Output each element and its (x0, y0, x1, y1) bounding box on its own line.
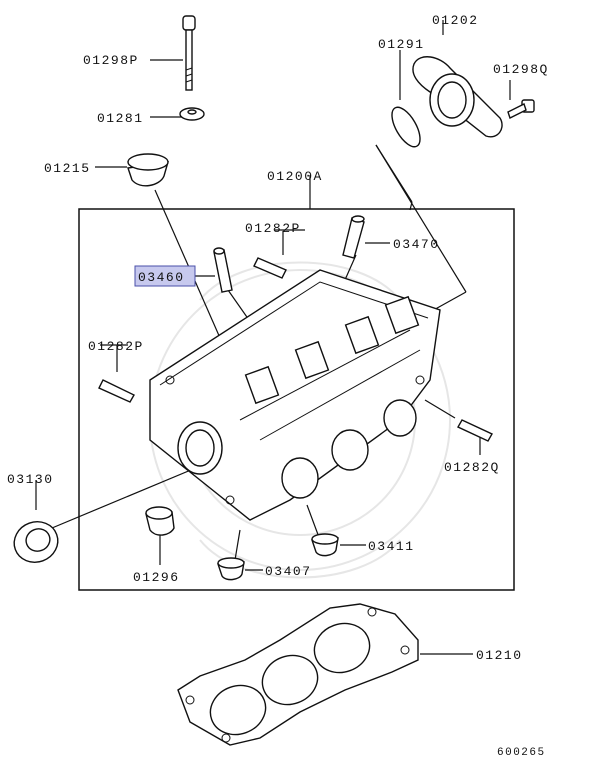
callout-03130[interactable]: 03130 (7, 472, 54, 487)
cylinder-head-01200A-icon (149, 269, 441, 521)
callout-01298Q[interactable]: 01298Q (493, 62, 549, 77)
callout-03407[interactable]: 03407 (265, 564, 312, 579)
housing-01202-icon (412, 56, 503, 138)
highlight-box-03460 (134, 265, 196, 287)
callout-03460[interactable]: 03460 (138, 270, 185, 285)
cap-01215-icon (127, 153, 169, 187)
plug-03407-icon (217, 557, 245, 581)
washer-01281-icon (179, 107, 205, 121)
sleeve-01296-icon (145, 506, 175, 536)
valve-guide-03460-icon (213, 247, 233, 293)
callout-03411[interactable]: 03411 (368, 539, 415, 554)
seal-03130-icon (13, 521, 59, 563)
stud-01282P-top-icon (253, 257, 287, 279)
diagram-number: 600265 (497, 747, 546, 759)
bolt-01298Q-icon (507, 99, 535, 119)
callout-01282P-top[interactable]: 01282P (245, 221, 301, 236)
bolt-01298P-icon (182, 15, 196, 91)
assembly-frame (78, 208, 515, 591)
stud-01282Q-icon (457, 419, 493, 442)
valve-guide-03470-icon (342, 215, 365, 259)
callout-01298P[interactable]: 01298P (83, 53, 139, 68)
head-gasket-01210-icon (177, 603, 419, 746)
stud-01282P-left-icon (98, 379, 135, 403)
callout-01296[interactable]: 01296 (133, 570, 180, 585)
callout-01291[interactable]: 01291 (378, 37, 425, 52)
callout-01202[interactable]: 01202 (432, 13, 479, 28)
o-ring-01291-icon (391, 106, 421, 148)
callout-03470[interactable]: 03470 (393, 237, 440, 252)
callout-01200A[interactable]: 01200A (267, 169, 323, 184)
callout-01215[interactable]: 01215 (44, 161, 91, 176)
callout-01282P-left[interactable]: 01282P (88, 339, 144, 354)
callout-01210[interactable]: 01210 (476, 648, 523, 663)
callout-labels: 01298P 01281 01215 01200A 01282P 03470 0… (7, 13, 549, 759)
callout-01281[interactable]: 01281 (97, 111, 144, 126)
callout-01282Q[interactable]: 01282Q (444, 460, 500, 475)
plug-03411-icon (311, 533, 339, 557)
